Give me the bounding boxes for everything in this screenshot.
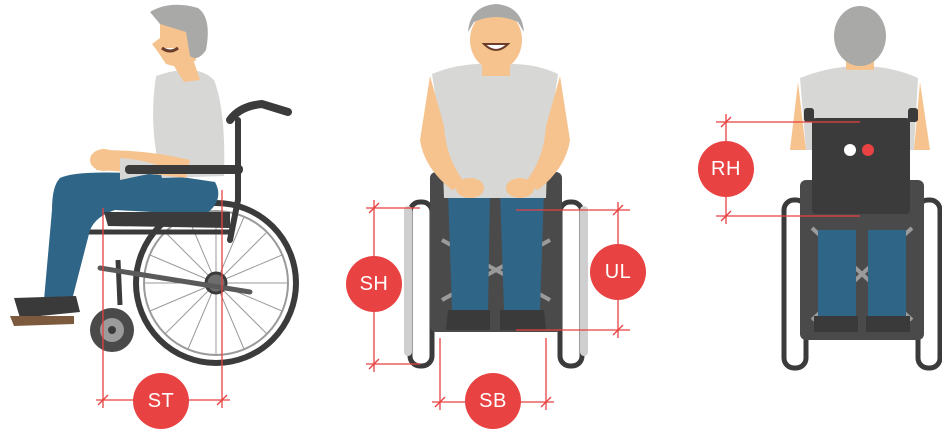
front-torso: [420, 64, 570, 198]
front-view-figure: [404, 4, 588, 366]
back-view-figure: [784, 6, 940, 368]
sh-label: SH: [360, 273, 389, 296]
back-backrest: [812, 118, 910, 214]
sh-badge: SH: [346, 256, 402, 312]
rh-label: RH: [711, 158, 741, 181]
ul-badge: UL: [590, 244, 646, 300]
rh-badge: RH: [698, 141, 754, 197]
side-seat-cushion: [104, 212, 230, 228]
st-label: ST: [148, 390, 175, 413]
side-view-figure: [10, 5, 296, 363]
side-armrest: [125, 165, 243, 174]
back-logo-mark: [844, 144, 856, 156]
sb-label: SB: [479, 390, 507, 413]
side-torso: [90, 70, 224, 180]
st-badge: ST: [133, 373, 189, 429]
side-head: [150, 5, 208, 82]
side-legs: [10, 172, 218, 326]
back-logo-mark-red: [862, 144, 874, 156]
back-head: [834, 6, 886, 70]
ul-label: UL: [605, 261, 632, 284]
sb-badge: SB: [465, 373, 521, 429]
